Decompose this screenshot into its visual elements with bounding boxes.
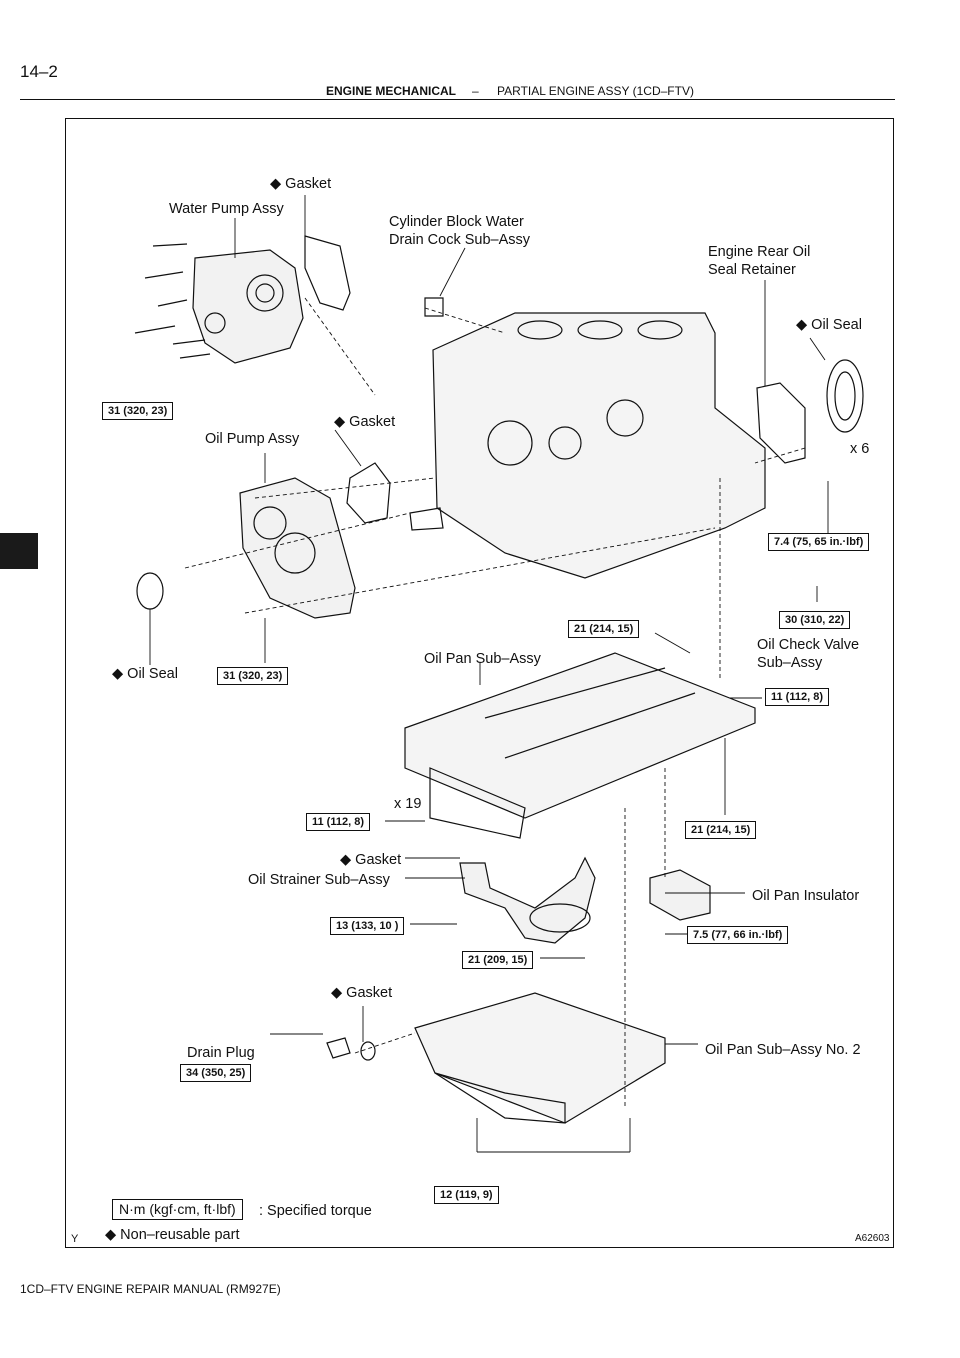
label-rear-retainer-line2: Seal Retainer — [708, 262, 796, 278]
label-oil-seal-rear: ◆ Oil Seal — [796, 317, 862, 333]
rear-retainer-drawing — [756, 382, 806, 464]
torque-insulator: 7.5 (77, 66 in.·lbf) — [687, 926, 789, 944]
label-oil-pan-insulator: Oil Pan Insulator — [752, 888, 860, 904]
torque-strainer-nut: 13 (133, 10 ) — [330, 917, 405, 935]
subsection-title: PARTIAL ENGINE ASSY (1CD–FTV) — [497, 84, 694, 98]
oil-pan-drawing — [404, 652, 756, 839]
torque-oil-pan-bolt: 11 (112, 8) — [306, 813, 370, 831]
drain-cock-drawing — [424, 297, 444, 317]
torque-strainer-bolt: 21 (209, 15) — [462, 951, 534, 969]
footer-manual-title: 1CD–FTV ENGINE REPAIR MANUAL (RM927E) — [20, 1282, 281, 1296]
label-gasket-drain: ◆ Gasket — [331, 985, 393, 1001]
label-rear-retainer-line1: Engine Rear Oil — [708, 244, 811, 260]
label-drain-cock-line1: Cylinder Block Water — [389, 214, 524, 230]
label-drain-plug: Drain Plug — [187, 1045, 255, 1061]
label-water-pump-assy: Water Pump Assy — [169, 201, 284, 217]
section-title: ENGINE MECHANICAL — [326, 84, 457, 98]
drain-plug-drawing — [326, 1037, 351, 1059]
cylinder-block-drawing — [409, 312, 766, 579]
figure-corner-mark: Y — [71, 1233, 79, 1245]
torque-rear-retainer: 7.4 (75, 65 in.·lbf) — [768, 533, 870, 551]
label-oil-pump-assy: Oil Pump Assy — [205, 431, 300, 447]
label-gasket-oil-pump: ◆ Gasket — [334, 414, 396, 430]
oil-pan-insulator-drawing — [649, 869, 711, 921]
torque-oil-pan-no2: 12 (119, 9) — [434, 1186, 499, 1204]
label-oil-seal-front: ◆ Oil Seal — [112, 666, 178, 682]
header-separator: – — [472, 84, 479, 98]
oil-strainer-drawing — [459, 856, 596, 944]
label-oil-strainer: Oil Strainer Sub–Assy — [248, 872, 390, 888]
torque-oil-pump: 31 (320, 23) — [217, 667, 289, 685]
label-check-valve-line1: Oil Check Valve — [757, 637, 860, 653]
chapter-tab — [0, 533, 38, 569]
label-bolt-count-6: x 6 — [850, 441, 870, 457]
torque-check-valve: 30 (310, 22) — [779, 611, 851, 629]
rear-oil-seal-drawing — [826, 359, 864, 433]
torque-water-pump: 31 (320, 23) — [102, 402, 174, 420]
torque-oil-pan-nut: 11 (112, 8) — [765, 688, 829, 706]
label-bolt-count-19: x 19 — [394, 796, 422, 812]
torque-drain-plug: 34 (350, 25) — [180, 1064, 252, 1082]
figure-code: A62603 — [855, 1233, 890, 1244]
label-gasket-water-pump: ◆ Gasket — [270, 176, 332, 192]
drain-gasket-drawing — [360, 1041, 376, 1061]
label-drain-cock-line2: Drain Cock Sub–Assy — [389, 232, 531, 248]
figure-frame — [65, 118, 894, 1248]
label-gasket-strainer: ◆ Gasket — [340, 852, 402, 868]
legend-unit-box: N·m (kgf·cm, ft·lbf) — [112, 1199, 243, 1220]
water-pump-drawing — [134, 243, 304, 364]
label-check-valve-line2: Sub–Assy — [757, 655, 823, 671]
oil-pump-gasket-drawing — [346, 462, 391, 524]
oil-pump-drawing — [239, 477, 356, 619]
water-pump-gasket-drawing — [304, 235, 351, 311]
header-rule — [20, 99, 895, 100]
torque-oil-pan-upper: 21 (214, 15) — [568, 620, 640, 638]
page-number: 14–2 — [20, 62, 58, 81]
label-oil-pan-no2: Oil Pan Sub–Assy No. 2 — [705, 1042, 861, 1058]
legend-unit-desc: : Specified torque — [259, 1203, 372, 1219]
oil-pan-no2-drawing — [414, 992, 666, 1124]
front-oil-seal-drawing — [136, 572, 164, 610]
exploded-view-diagram — [134, 195, 864, 1153]
legend-non-reusable: ◆ Non–reusable part — [105, 1227, 240, 1243]
torque-oil-pan-lower: 21 (214, 15) — [685, 821, 757, 839]
label-oil-pan-sub-assy: Oil Pan Sub–Assy — [424, 651, 541, 667]
